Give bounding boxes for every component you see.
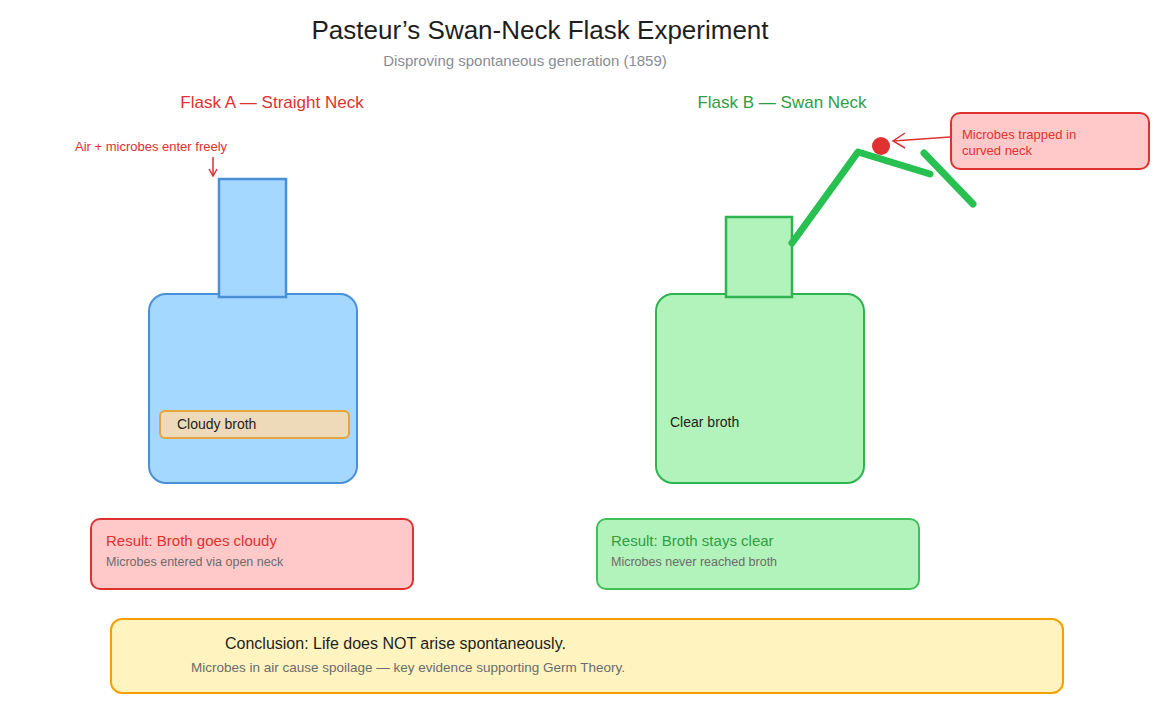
result-detail: Microbes never reached broth bbox=[611, 555, 911, 571]
flask-neck bbox=[219, 179, 286, 297]
result-box: Result: Broth stays clearMicrobes never … bbox=[596, 518, 920, 590]
result-detail: Microbes entered via open neck bbox=[106, 555, 406, 571]
callout-text: Microbes trapped in curved neck bbox=[962, 127, 1090, 160]
broth-label: Clear broth bbox=[670, 414, 840, 432]
flask-heading: Flask B — Swan Neck bbox=[632, 92, 932, 113]
annotation-label: Air + microbes enter freely bbox=[75, 139, 275, 155]
subtitle: Disproving spontaneous generation (1859) bbox=[325, 52, 725, 71]
swan-neck bbox=[792, 152, 930, 243]
microbe-dot bbox=[872, 137, 890, 155]
swan-neck-tip bbox=[924, 153, 973, 204]
broth-label: Cloudy broth bbox=[177, 416, 347, 434]
broth-band: Cloudy broth bbox=[159, 410, 350, 439]
result-title: Result: Broth stays clear bbox=[611, 532, 911, 551]
conclusion-detail: Microbes in air cause spoilage — key evi… bbox=[191, 660, 951, 677]
result-title: Result: Broth goes cloudy bbox=[106, 532, 406, 551]
air-arrow-head bbox=[209, 169, 217, 176]
result-box: Result: Broth goes cloudyMicrobes entere… bbox=[90, 518, 414, 590]
flask-heading: Flask A — Straight Neck bbox=[122, 92, 422, 113]
callout-box: Microbes trapped in curved neck bbox=[950, 112, 1150, 170]
conclusion-title: Conclusion: Life does NOT arise spontane… bbox=[225, 634, 925, 654]
flask-body: Flask A — Straight NeckCloudy broth bbox=[148, 293, 358, 484]
conclusion-box: Conclusion: Life does NOT arise spontane… bbox=[110, 618, 1064, 694]
diagram-title: Pasteur’s Swan-Neck Flask Experiment bbox=[240, 14, 840, 47]
callout-leader-head bbox=[893, 133, 905, 148]
callout-leader bbox=[893, 137, 950, 141]
flask-neck bbox=[726, 217, 792, 297]
air-arrow bbox=[212, 157, 214, 175]
flask-body: Flask B — Swan NeckClear broth bbox=[655, 293, 865, 484]
